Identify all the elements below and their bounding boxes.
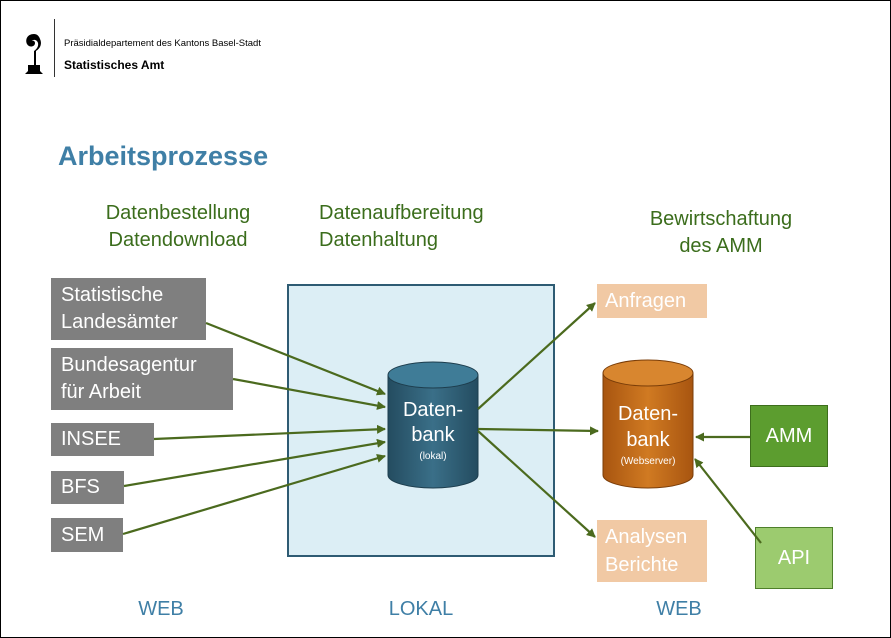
source-box-sem: SEM [51,518,123,552]
source-label: Bundesagentur für Arbeit [61,354,197,403]
amm-label: AMM [765,424,813,447]
organization-name: Präsidialdepartement des Kantons Basel-S… [64,38,261,49]
local-database-cylinder [387,361,479,489]
column-heading-right-line1: Bewirtschaftung [649,208,793,230]
source-box-bundesagentur: Bundesagentur für Arbeit [51,348,233,410]
local-db-sublabel: (lokal) [419,451,446,462]
local-db-label-line2: bank [411,424,455,446]
column-heading-right: Bewirtschaftung des AMM [621,206,821,260]
output-box-anfragen: Anfragen [597,284,707,318]
page-title: Arbeitsprozesse [58,141,269,171]
header-divider [54,19,55,77]
arrow-local-db-to-reports [477,430,596,538]
column-heading-middle-line1: Datenaufbereitung [319,202,484,224]
source-box-insee: INSEE [51,423,154,456]
arrow-insee-to-local-db [153,424,386,441]
column-heading-middle-line2: Datenhaltung [319,229,438,251]
web-db-sublabel: (Webserver) [621,456,676,467]
footer-right-web: WEB [656,598,702,620]
footer-left-web: WEB [138,598,184,620]
output-label: Anfragen [605,290,687,312]
department-name: Statistisches Amt [64,58,165,72]
arrow-local-db-to-web-db [477,426,599,436]
arrow-local-db-to-anfragen [477,302,596,410]
api-label: API [777,546,811,569]
api-box: API [755,527,833,589]
arrow-sem-to-local-db [122,453,386,536]
web-db-label-line2: bank [626,429,670,451]
source-label: BFS [61,476,100,498]
arrow-bundesagentur-to-local-db [232,377,386,410]
column-heading-left-line1: Datenbestellung [105,202,251,224]
column-heading-right-line2: des AMM [679,235,763,257]
web-db-label-line1: Daten- [618,403,678,425]
arrow-bfs-to-local-db [123,438,386,488]
source-box-bfs: BFS [51,471,124,504]
web-database-cylinder [602,359,694,489]
column-heading-left-line2: Datendownload [108,229,248,251]
column-heading-middle: Datenaufbereitung Datenhaltung [319,200,529,254]
source-label: INSEE [61,428,122,450]
output-label: Analysen Berichte [605,526,688,576]
arrow-landesaemter-to-local-db [205,321,386,396]
basel-crozier-icon [25,34,43,74]
local-db-label-line1: Daten- [403,399,463,421]
output-box-analysen-berichte: Analysen Berichte [597,520,707,582]
column-heading-left: Datenbestellung Datendownload [83,200,273,254]
source-label: Statistische Landesämter [61,284,178,333]
source-box-statistische-landesaemter: Statistische Landesämter [51,278,206,340]
amm-box: AMM [750,405,828,467]
arrow-api-to-web-db [694,458,762,544]
footer-middle-lokal: LOKAL [388,598,454,620]
source-label: SEM [61,523,105,546]
